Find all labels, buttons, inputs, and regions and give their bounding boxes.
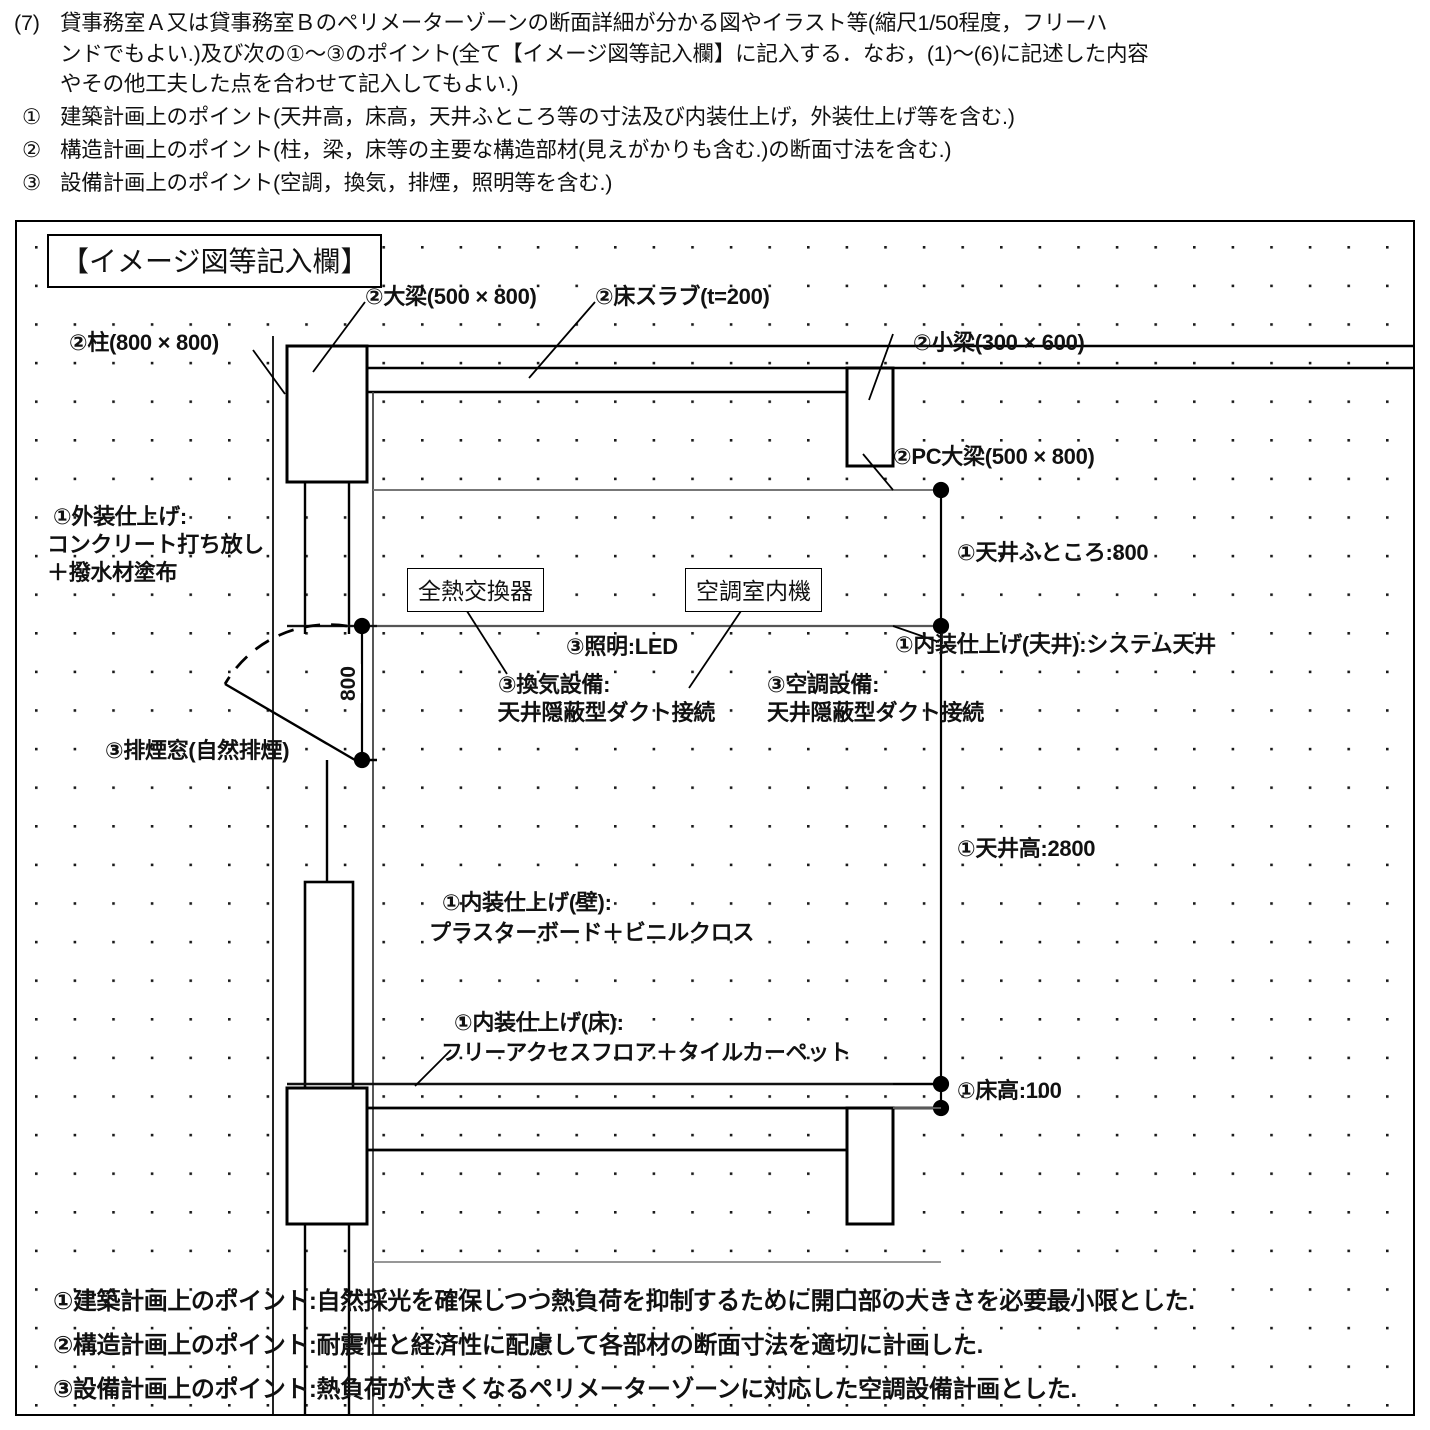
summary-point-3: ③設備計画上のポイント:熱負荷が大きくなるペリメーターゾーンに対応した空調設備計…	[53, 1376, 1077, 1403]
drawing-area-title: 【イメージ図等記入欄】	[47, 234, 383, 288]
question-item-2-number: ②	[22, 137, 42, 162]
label-ceiling-plenum: ①天井ふところ:800	[957, 540, 1149, 565]
label-floor-finish-line2: フリーアクセスフロア＋タイルカーペット	[441, 1040, 851, 1065]
question-block: (7) 貸事務室Ａ又は貸事務室Ｂのペリメーターゾーンの断面詳細が分かる図やイラス…	[0, 0, 1430, 199]
small-beam-section	[845, 366, 895, 468]
leader-lines	[224, 301, 940, 1087]
label-small-beam: ②小梁(300 × 600)	[913, 330, 1085, 355]
dimension-window-head	[353, 617, 371, 769]
summary-point-2: ②構造計画上のポイント:耐震性と経済性に配慮して各部材の断面寸法を適切に計画した…	[53, 1332, 983, 1359]
label-exterior-finish-line1: ①外装仕上げ:	[53, 504, 187, 529]
equipment-box-ac-indoor-unit: 空調室内機	[685, 568, 822, 612]
summary-points-list: ①建築計画上のポイント:自然採光を確保しつつ熱負荷を抑制するために開口部の大きさ…	[53, 1288, 1195, 1414]
label-lighting: ③照明:LED	[566, 634, 678, 659]
section-detail-drawing	[17, 222, 1413, 1414]
question-body-line3: やその他工夫した点を合わせて記入してもよい.)	[60, 72, 519, 97]
question-item-1-text: 建築計画上のポイント(天井高，床高，天井ふところ等の寸法及び内装仕上げ，外装仕上…	[60, 104, 1015, 129]
label-exterior-finish-line2: コンクリート打ち放し	[47, 532, 265, 557]
label-ventilation-line2: 天井隠蔽型ダクト接続	[498, 700, 716, 725]
column-top-left	[285, 344, 369, 484]
label-main-girder: ②大梁(500 × 800)	[365, 284, 537, 309]
lower-wall-stems	[303, 1224, 351, 1414]
label-column: ②柱(800 × 800)	[69, 330, 219, 355]
equipment-box-heat-exchanger: 全熱交換器	[407, 568, 544, 612]
label-ceiling-finish: ①内装仕上げ(天井):システム天井	[895, 632, 1216, 657]
summary-point-1: ①建築計画上のポイント:自然採光を確保しつつ熱負荷を抑制するために開口部の大きさ…	[53, 1288, 1195, 1315]
label-aircon-line1: ③空調設備:	[767, 672, 880, 697]
label-ventilation-line1: ③換気設備:	[498, 672, 611, 697]
question-item-1: ① 建築計画上のポイント(天井高，床高，天井ふところ等の寸法及び内装仕上げ，外装…	[14, 101, 1412, 133]
question-item-3-number: ③	[22, 171, 42, 196]
question-first-line: (7) 貸事務室Ａ又は貸事務室Ｂのペリメーターゾーンの断面詳細が分かる図やイラス…	[14, 8, 1412, 39]
image-drawing-area: 【イメージ図等記入欄】 ②柱(800 × 800) ②大梁(500 × 800)…	[15, 220, 1415, 1416]
label-ceiling-height: ①天井高:2800	[957, 836, 1096, 861]
question-item-1-number: ①	[22, 104, 42, 129]
bottom-right-beam-section	[845, 1106, 895, 1226]
question-body-line1: 貸事務室Ａ又は貸事務室Ｂのペリメーターゾーンの断面詳細が分かる図やイラスト等(縮…	[60, 11, 1108, 35]
question-number: (7)	[14, 11, 40, 35]
dot-grid-background	[17, 222, 1413, 1414]
dimension-label-800: 800	[337, 664, 361, 704]
column-lower-stem	[303, 880, 355, 1090]
label-exterior-finish-line3: ＋撥水材塗布	[47, 560, 178, 585]
question-item-3: ③ 設備計画上のポイント(空調，換気，排煙，照明等を含む.)	[14, 167, 1412, 199]
label-wall-finish-line2: プラスターボード＋ビニルクロス	[429, 920, 755, 945]
question-item-2-text: 構造計画上のポイント(柱，梁，床等の主要な構造部材(見えがかりも含む.)の断面寸…	[60, 137, 952, 162]
label-wall-finish-line1: ①内装仕上げ(壁):	[442, 890, 612, 915]
question-body-line2: ンドでもよい.)及び次の①～③のポイント(全て【イメージ図等記入欄】に記入する．…	[60, 41, 1149, 66]
bottom-floor-slab	[367, 1106, 941, 1152]
column-stem-top	[303, 482, 351, 634]
dimension-floor-height	[893, 1075, 950, 1117]
label-smoke-vent-window: ③排煙窓(自然排煙)	[105, 738, 290, 763]
label-floor-height: ①床高:100	[957, 1078, 1062, 1103]
question-item-2: ② 構造計画上のポイント(柱，梁，床等の主要な構造部材(見えがかりも含む.)の断…	[14, 134, 1412, 166]
label-pc-girder: ②PC大梁(500 × 800)	[893, 444, 1095, 469]
column-bottom-left	[285, 1086, 369, 1226]
label-floor-slab: ②床スラブ(t=200)	[595, 284, 770, 309]
label-floor-finish-line1: ①内装仕上げ(床):	[454, 1010, 624, 1035]
question-item-3-text: 設備計画上のポイント(空調，換気，排煙，照明等を含む.)	[60, 171, 613, 196]
label-aircon-line2: 天井隠蔽型ダクト接続	[767, 700, 985, 725]
